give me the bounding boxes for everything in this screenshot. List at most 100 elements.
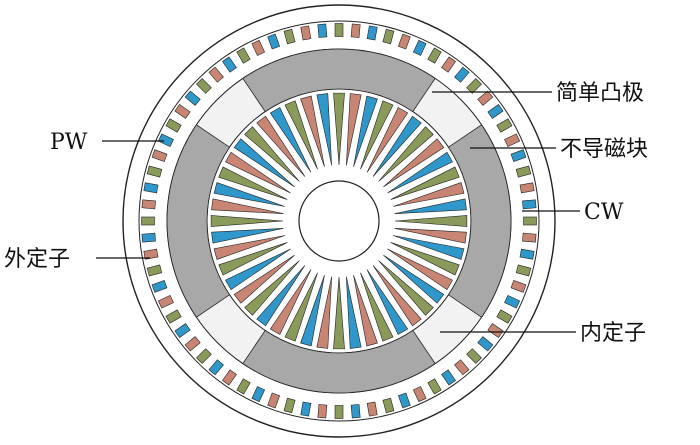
outer-slot-coil xyxy=(334,23,344,37)
outer-slot-coil xyxy=(141,216,155,226)
inner-tooth-coil xyxy=(353,95,378,168)
rotor-segments xyxy=(166,48,512,394)
inner-tooth-coil xyxy=(218,242,288,276)
label-non-magnetic-block: 不导磁块 xyxy=(560,137,648,162)
inner-tooth-coil xyxy=(316,93,332,166)
outer-slot-coil xyxy=(317,23,328,38)
inner-tooth-coil xyxy=(394,228,467,244)
outer-slot-coil xyxy=(510,149,527,163)
outer-slot-coil xyxy=(427,378,442,395)
inner-tooth-coil xyxy=(333,92,345,166)
outer-slot-coil xyxy=(196,348,212,364)
outer-slot-coil xyxy=(151,149,168,163)
outer-slot-coil xyxy=(441,369,456,386)
outer-slot-coil xyxy=(350,23,361,38)
outer-slot-coil xyxy=(350,404,361,419)
inner-tooth-coil xyxy=(256,265,306,327)
outer-slot-coil xyxy=(397,33,411,50)
inner-tooth-coil xyxy=(383,254,445,304)
outer-stator-slots xyxy=(141,23,537,419)
outer-slot-coil xyxy=(317,404,328,419)
outer-slot-coil xyxy=(267,392,281,409)
outer-slot-coil xyxy=(141,199,156,210)
outer-slot-coil xyxy=(510,279,527,293)
outer-slot-coil xyxy=(157,294,174,309)
inner-tooth-coil xyxy=(372,115,422,177)
outer-slot-coil xyxy=(165,118,182,133)
inner-tooth-coil xyxy=(213,182,286,207)
outer-slot-coil xyxy=(146,165,163,178)
rotor-pole-segment xyxy=(447,124,512,318)
label-pw: PW xyxy=(50,130,88,155)
inner-tooth-coil xyxy=(390,242,460,276)
outer-slot-coil xyxy=(427,47,442,64)
inner-tooth-coil xyxy=(225,151,291,194)
outer-slot-coil xyxy=(196,78,212,94)
outer-slot-coil xyxy=(208,66,224,83)
rotor-pole-segment xyxy=(242,48,436,113)
outer-slot-coil xyxy=(236,47,251,64)
inner-tooth-coil xyxy=(353,274,378,347)
rotor-pole-segment xyxy=(242,329,436,394)
inner-tooth-coil xyxy=(387,151,453,194)
outer-slot-coil xyxy=(454,66,470,83)
outer-slot-coil xyxy=(382,397,395,414)
inner-tooth-coil xyxy=(394,198,467,214)
inner-tooth-coil xyxy=(284,272,318,342)
outer-slot-coil xyxy=(151,279,168,293)
inner-stator-bore xyxy=(298,180,380,262)
inner-tooth-coil xyxy=(360,100,394,170)
outer-slot-coil xyxy=(146,264,163,277)
inner-tooth-coil xyxy=(211,198,284,214)
inner-tooth-coil xyxy=(333,276,345,350)
inner-tooth-coil xyxy=(300,95,325,168)
outer-slot-coil xyxy=(466,348,482,364)
outer-slot-coil xyxy=(283,397,296,414)
rotor-pole-segment xyxy=(166,124,231,318)
outer-slot-coil xyxy=(334,405,344,419)
inner-tooth-coil xyxy=(316,276,332,349)
inner-tooth-coil xyxy=(284,100,318,170)
inner-tooth-coil xyxy=(256,115,306,177)
annotations: 简单凸极 不导磁块 CW 内定子 PW 外定子 xyxy=(4,81,648,346)
inner-tooth-coil xyxy=(392,182,465,207)
outer-slot-coil xyxy=(283,28,296,45)
outer-slot-coil xyxy=(251,386,266,403)
inner-tooth-coil xyxy=(383,138,445,188)
outer-slot-coil xyxy=(522,199,537,210)
outer-slot-coil xyxy=(412,386,427,403)
inner-tooth-coil xyxy=(390,166,460,200)
outer-slot-coil xyxy=(466,78,482,94)
outer-slot-coil xyxy=(141,232,156,243)
inner-tooth-coil xyxy=(372,265,422,327)
outer-slot-coil xyxy=(504,133,521,148)
inner-tooth-coil xyxy=(378,126,434,182)
outer-slot-coil xyxy=(157,133,174,148)
inner-tooth-coil xyxy=(244,260,300,316)
label-simple-pole: 简单凸极 xyxy=(556,81,644,106)
inner-tooth-coil xyxy=(210,215,284,227)
inner-tooth-coil xyxy=(360,272,394,342)
inner-tooth-coil xyxy=(346,276,362,349)
inner-tooth-coil xyxy=(392,235,465,260)
outer-slot-coil xyxy=(519,182,535,194)
outer-slot-coil xyxy=(366,401,378,417)
outer-slot-coil xyxy=(504,294,521,309)
inner-tooth-coil xyxy=(211,228,284,244)
outer-slot-coil xyxy=(496,118,513,133)
outer-slot-coil xyxy=(174,104,191,119)
outer-slot-coil xyxy=(397,392,411,409)
outer-slot-coil xyxy=(366,25,378,41)
inner-tooth-coil xyxy=(225,248,291,291)
outer-slot-coil xyxy=(222,56,237,73)
outer-slot-coil xyxy=(477,90,494,106)
outer-slot-coil xyxy=(382,28,395,45)
outer-slot-coil xyxy=(515,165,532,178)
inner-tooth-coil xyxy=(213,235,286,260)
outer-slot-coil xyxy=(165,309,182,324)
inner-tooth-coil xyxy=(233,138,295,188)
outer-slot-coil xyxy=(236,378,251,395)
outer-slot-coil xyxy=(300,25,312,41)
outer-slot-coil xyxy=(184,336,201,352)
